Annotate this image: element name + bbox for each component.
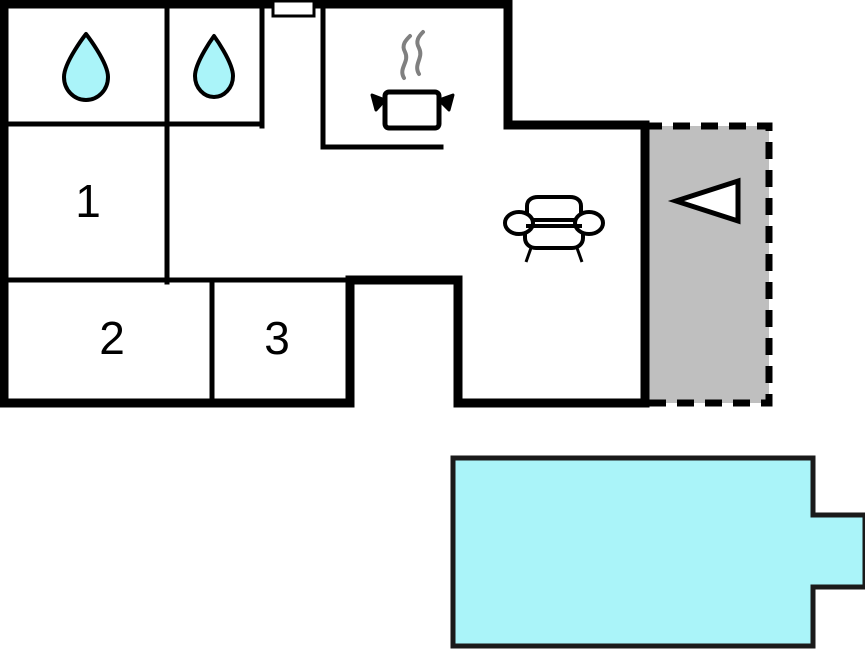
dwelling-interior <box>4 4 645 403</box>
sofa-leg-left <box>524 247 533 263</box>
terrace-fill <box>645 126 769 403</box>
swimming-pool <box>450 455 865 649</box>
steam-wisp-right <box>415 30 425 76</box>
direction-triangle-icon <box>667 177 741 225</box>
water-drop-icon <box>62 32 110 102</box>
terrace-dashed-border <box>645 122 773 407</box>
steam-wisp-left <box>400 34 412 80</box>
water-drop-shape <box>62 32 110 102</box>
exterior-walls <box>0 0 650 408</box>
sofa-leg-right <box>575 247 584 263</box>
water-drop-icon <box>193 34 235 99</box>
dwelling-outline <box>0 0 650 408</box>
window-opening <box>271 0 316 18</box>
sofa-icon <box>503 195 605 263</box>
dwelling-floor-fill <box>4 4 645 403</box>
cooking-pot-icon <box>370 30 455 131</box>
pot-body <box>382 89 442 131</box>
room-label-3: 3 <box>264 312 290 364</box>
interior-walls <box>0 0 444 406</box>
water-drop-shape <box>193 34 235 99</box>
room-label-2: 2 <box>99 312 125 364</box>
pool-shape <box>450 455 865 649</box>
sofa-backrest <box>525 195 583 222</box>
pot-handle-right <box>437 93 455 112</box>
sofa-armrest-left <box>503 210 535 236</box>
window-frame <box>271 0 316 18</box>
terrace-area <box>645 122 773 407</box>
sofa-seat <box>523 224 585 250</box>
room-label-1: 1 <box>75 175 101 227</box>
pot-handle-left <box>370 93 387 112</box>
sofa-armrest-right <box>573 210 605 236</box>
